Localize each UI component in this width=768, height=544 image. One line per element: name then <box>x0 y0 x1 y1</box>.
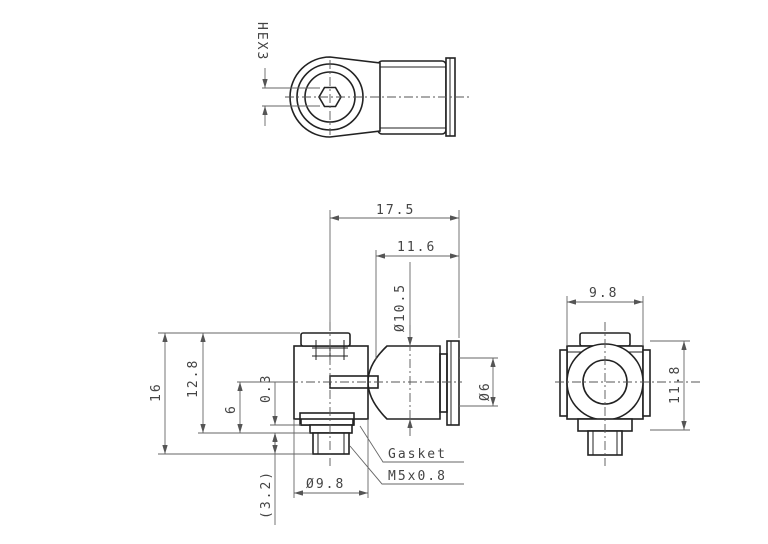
center-height-label: 6 <box>224 404 239 414</box>
side-height-label: 11.8 <box>668 365 683 404</box>
length-body-label: 11.6 <box>397 240 436 255</box>
flange-diameter-label: Ø9.8 <box>306 477 345 492</box>
top-view: HEX3 <box>254 22 470 138</box>
height-total-label: 16 <box>149 382 164 402</box>
length-total-label: 17.5 <box>376 203 415 218</box>
thread-callout: M5x0.8 <box>388 469 447 484</box>
front-view: 17.5 11.6 Ø10.5 Ø6 16 12.8 6 0.3 <box>149 203 498 525</box>
side-width-label: 9.8 <box>589 286 618 301</box>
thread-length-label: (3.2) <box>259 470 274 519</box>
hex-size-label: HEX3 <box>254 22 269 61</box>
height-body-label: 12.8 <box>186 359 201 398</box>
side-view: 9.8 11.8 <box>555 286 700 466</box>
gasket-gap-label: 0.3 <box>259 374 274 403</box>
gasket-callout: Gasket <box>388 447 447 462</box>
body-diameter-label: Ø10.5 <box>393 283 408 332</box>
tube-diameter-label: Ø6 <box>478 381 493 401</box>
